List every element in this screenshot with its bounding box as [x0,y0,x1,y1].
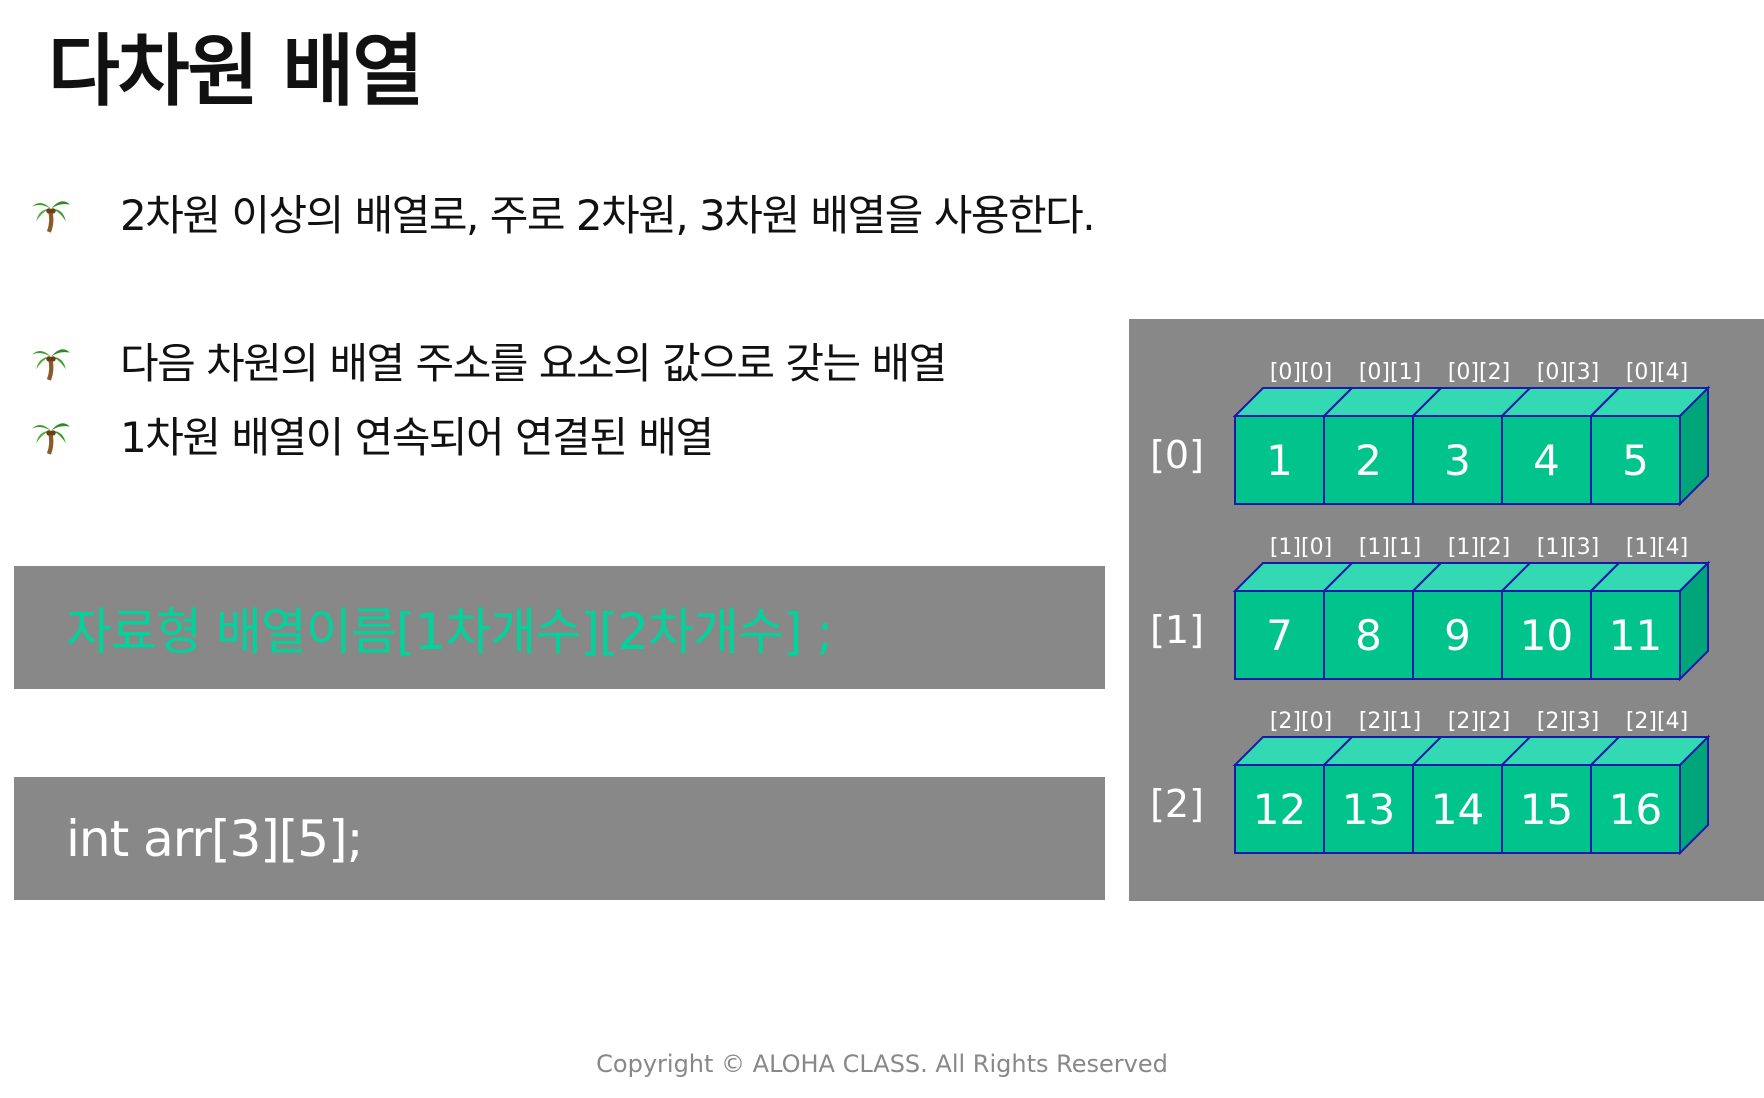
cell-value: 4 [1533,436,1560,485]
cell-index-label: [2][4] [1626,709,1688,734]
bullet-item: 다음 차원의 배열 주소를 요소의 값으로 갖는 배열 [30,330,947,391]
cell-index-label: [0][4] [1626,360,1688,385]
cell-index-label: [2][3] [1537,709,1599,734]
array-cell [1501,764,1592,854]
array-cell [1234,764,1325,854]
example-code-box: int arr[3][5]; [14,777,1105,900]
cell-index-label: [1][0] [1270,535,1332,560]
array-cell [1234,590,1325,680]
palm-tree-icon [32,348,70,381]
array-row: [1] 7 [1][0] 8 [1][1] 9 [1][2] 10 [1][3] 11 [1][4] [1150,535,1711,682]
array-cell [1501,590,1592,680]
cell-index-label: [2][1] [1359,709,1421,734]
palm-tree-icon [32,200,70,233]
cell-value: 14 [1431,785,1484,834]
array-row: [2] 12 [2][0] 13 [2][1] 14 [2][2] 15 [2][3] 16 [2]… [1150,709,1711,856]
syntax-box: 자료형 배열이름[1차개수][2차개수] ; [14,566,1105,689]
cell-index-label: [0][0] [1270,360,1332,385]
cell-index-label: [0][2] [1448,360,1510,385]
array-diagram: [0] 1 [0][0] 2 [0][1] 3 [0][2] 4 [0][3] 5 [0][4] [1… [1129,319,1764,901]
cell-index-label: [0][3] [1537,360,1599,385]
cell-index-label: [1][1] [1359,535,1421,560]
cell-value: 9 [1444,611,1471,660]
palm-tree-icon [32,422,70,455]
cell-index-label: [2][0] [1270,709,1332,734]
bullet-text: 1차원 배열이 연속되어 연결된 배열 [120,413,714,462]
copyright-footer: Copyright © ALOHA CLASS. All Rights Rese… [596,1050,1168,1078]
page-title: 다차원 배열 [48,27,424,117]
row-index-label: [2] [1150,782,1204,826]
bullet-text: 2차원 이상의 배열로, 주로 2차원, 3차원 배열을 사용한다. [120,191,1096,240]
array-cell [1590,415,1681,505]
cell-value: 7 [1266,611,1293,660]
cell-value: 11 [1609,611,1662,660]
cell-index-label: [1][4] [1626,535,1688,560]
array-cell [1323,590,1414,680]
row-index-label: [0] [1150,433,1204,477]
bullet-item: 1차원 배열이 연속되어 연결된 배열 [30,404,714,465]
array-cell [1412,590,1503,680]
syntax-text: 자료형 배열이름[1차개수][2차개수] ; [66,602,833,661]
example-code-text: int arr[3][5]; [66,809,363,868]
array-row: [0] 1 [0][0] 2 [0][1] 3 [0][2] 4 [0][3] 5 [0][4] [1150,360,1711,507]
row-index-label: [1] [1150,608,1204,652]
bullet-text: 다음 차원의 배열 주소를 요소의 값으로 갖는 배열 [120,339,947,388]
cell-index-label: [0][1] [1359,360,1421,385]
cell-value: 16 [1609,785,1662,834]
cell-index-label: [1][3] [1537,535,1599,560]
array-cell [1501,415,1592,505]
cell-value: 5 [1622,436,1649,485]
cell-value: 15 [1520,785,1573,834]
array-cell [1590,590,1681,680]
cell-value: 12 [1253,785,1306,834]
array-cell [1590,764,1681,854]
cell-value: 2 [1355,436,1382,485]
array-cell [1412,415,1503,505]
array-diagram-svg: [0] 1 [0][0] 2 [0][1] 3 [0][2] 4 [0][3] 5 [0][4] [1… [1150,360,1711,856]
array-cell [1323,764,1414,854]
cell-value: 10 [1520,611,1573,660]
cell-value: 8 [1355,611,1382,660]
cell-value: 3 [1444,436,1471,485]
bullet-item: 2차원 이상의 배열로, 주로 2차원, 3차원 배열을 사용한다. [30,182,1096,243]
cell-value: 13 [1342,785,1395,834]
cell-index-label: [1][2] [1448,535,1510,560]
cell-index-label: [2][2] [1448,709,1510,734]
cell-value: 1 [1266,436,1293,485]
